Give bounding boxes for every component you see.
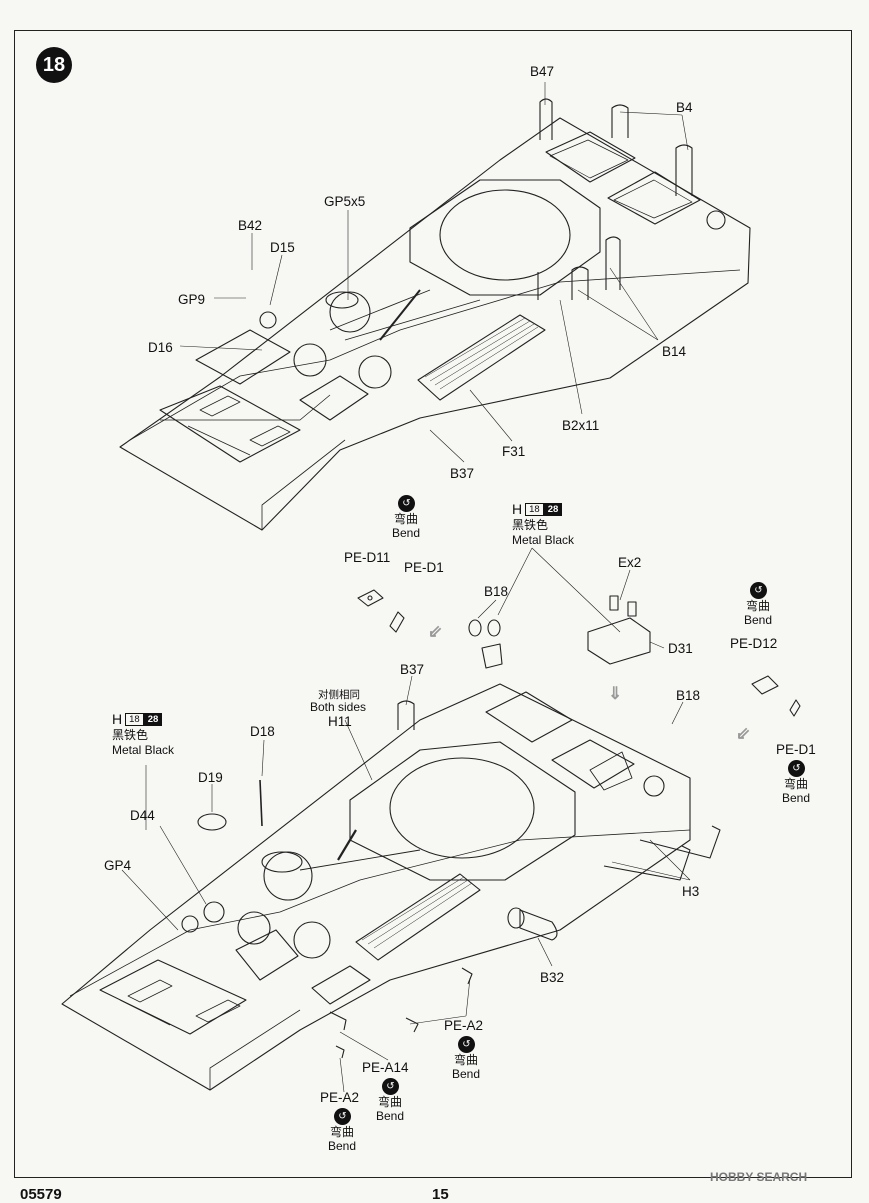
lower-h3-rails xyxy=(603,825,721,881)
pe-d11-part xyxy=(357,589,384,607)
lower-hull-outline xyxy=(61,683,691,1091)
label-f31: F31 xyxy=(502,444,526,459)
label-ex2: Ex2 xyxy=(618,555,642,570)
label-pe-a2-bottom: PE-A2 xyxy=(320,1090,360,1105)
paint-name-cn-left: 黑铁色 xyxy=(112,728,149,742)
label-pe-d11: PE-D11 xyxy=(344,550,391,565)
bend-cn: 弯曲 xyxy=(783,777,808,791)
lower-turret-ring xyxy=(349,741,576,881)
paint-letter: H xyxy=(512,501,523,517)
bend-icon: ↺ xyxy=(750,582,767,599)
bend-note-right-bottom: ↺ 弯曲 Bend xyxy=(778,760,814,805)
label-d16: D16 xyxy=(148,340,173,355)
upper-leader-lines xyxy=(179,82,689,463)
paint-code-a: 18 xyxy=(125,712,144,726)
pe-d1-part xyxy=(389,611,405,633)
upper-engine-grille xyxy=(417,314,546,401)
paint-code-b: 28 xyxy=(543,502,563,516)
arrow-down-icon: ⇓ xyxy=(608,684,623,703)
paint-name-en-mid: Metal Black xyxy=(512,533,575,547)
upper-rear-hatches xyxy=(545,131,726,230)
lower-leader-lines xyxy=(121,675,691,1093)
label-pe-d1: PE-D1 xyxy=(404,560,444,575)
bend-en: Bend xyxy=(451,1067,481,1081)
lower-pe-parts xyxy=(329,967,473,1059)
label-pe-d1-right: PE-D1 xyxy=(776,742,816,757)
bend-icon: ↺ xyxy=(382,1078,399,1095)
label-b18-lower: B18 xyxy=(676,688,701,703)
bend-en: Bend xyxy=(781,791,811,805)
label-gp5x5: GP5x5 xyxy=(324,194,366,209)
lower-engine-grille xyxy=(355,873,481,961)
label-h3: H3 xyxy=(682,884,700,899)
paint-name-cn-mid: 黑铁色 xyxy=(512,518,549,532)
label-h11: H11 xyxy=(328,714,352,729)
mid-leader-lines xyxy=(477,547,665,649)
watermark-text: HOBBY SEARCH xyxy=(710,1170,808,1184)
bend-icon: ↺ xyxy=(788,760,805,777)
bend-note-pe-a2: ↺ 弯曲 Bend xyxy=(448,1036,484,1081)
label-d19: D19 xyxy=(198,770,223,785)
label-b32: B32 xyxy=(540,970,565,985)
bend-cn: 弯曲 xyxy=(745,599,770,613)
label-pe-a14: PE-A14 xyxy=(362,1060,409,1075)
upper-turret-ring xyxy=(409,179,601,296)
paint-callout-mid: H 18 28 xyxy=(512,501,563,517)
label-gp4: GP4 xyxy=(104,858,132,873)
bend-note-right-top: ↺ 弯曲 Bend xyxy=(740,582,776,627)
label-b37-upper: B37 xyxy=(450,466,475,481)
upper-handles xyxy=(537,98,693,300)
paint-letter: H xyxy=(112,711,123,727)
lower-front-details xyxy=(99,779,558,1035)
label-both-sides: Both sides xyxy=(310,700,367,714)
label-b4: B4 xyxy=(676,100,693,115)
label-b18-mid: B18 xyxy=(484,584,509,599)
arrow-down-left-icon-right: ⇙ xyxy=(736,724,751,743)
lower-rear-hatches xyxy=(397,691,665,797)
label-b47: B47 xyxy=(530,64,555,79)
arrow-down-left-icon: ⇙ xyxy=(428,622,443,641)
step-number-badge: 18 xyxy=(36,47,72,83)
label-gp9: GP9 xyxy=(178,292,206,307)
label-both-sides-cn: 对侧相同 xyxy=(318,689,360,701)
label-b42: B42 xyxy=(238,218,263,233)
b18-mirrors xyxy=(468,619,503,669)
label-b37-lower: B37 xyxy=(400,662,425,677)
bend-en: Bend xyxy=(375,1109,405,1123)
bend-note-pe-a2-bottom: ↺ 弯曲 Bend xyxy=(324,1108,360,1153)
bend-cn: 弯曲 xyxy=(453,1053,478,1067)
upper-front-hatches xyxy=(159,289,481,463)
bend-icon: ↺ xyxy=(458,1036,475,1053)
bend-en: Bend xyxy=(327,1139,357,1153)
bend-cn: 弯曲 xyxy=(377,1095,402,1109)
bend-en: Bend xyxy=(391,526,421,540)
d31-part xyxy=(587,595,651,665)
paint-name-en-left: Metal Black xyxy=(112,743,175,757)
label-pe-d12: PE-D12 xyxy=(730,636,778,651)
bend-note-center: ↺ 弯曲 Bend xyxy=(388,495,424,540)
label-d31: D31 xyxy=(668,641,693,656)
page-frame xyxy=(14,30,852,1178)
page-number: 15 xyxy=(432,1186,449,1203)
paint-code-b: 28 xyxy=(143,712,163,726)
label-pe-a2: PE-A2 xyxy=(444,1018,484,1033)
paint-code-a: 18 xyxy=(525,502,544,516)
label-d18: D18 xyxy=(250,724,275,739)
bend-icon: ↺ xyxy=(334,1108,351,1125)
bend-cn: 弯曲 xyxy=(329,1125,354,1139)
bend-note-pe-a14: ↺ 弯曲 Bend xyxy=(372,1078,408,1123)
paint-callout-left: H 18 28 xyxy=(112,711,163,727)
label-d44: D44 xyxy=(130,808,155,823)
bend-en: Bend xyxy=(743,613,773,627)
label-b14: B14 xyxy=(662,344,687,359)
pe-d12-part xyxy=(751,675,801,717)
bend-icon: ↺ xyxy=(398,495,415,512)
bend-cn: 弯曲 xyxy=(393,512,418,526)
upper-hull-outline xyxy=(119,117,751,531)
label-b2x11: B2x11 xyxy=(562,418,600,433)
kit-code: 05579 xyxy=(20,1186,62,1203)
label-d15: D15 xyxy=(270,240,295,255)
